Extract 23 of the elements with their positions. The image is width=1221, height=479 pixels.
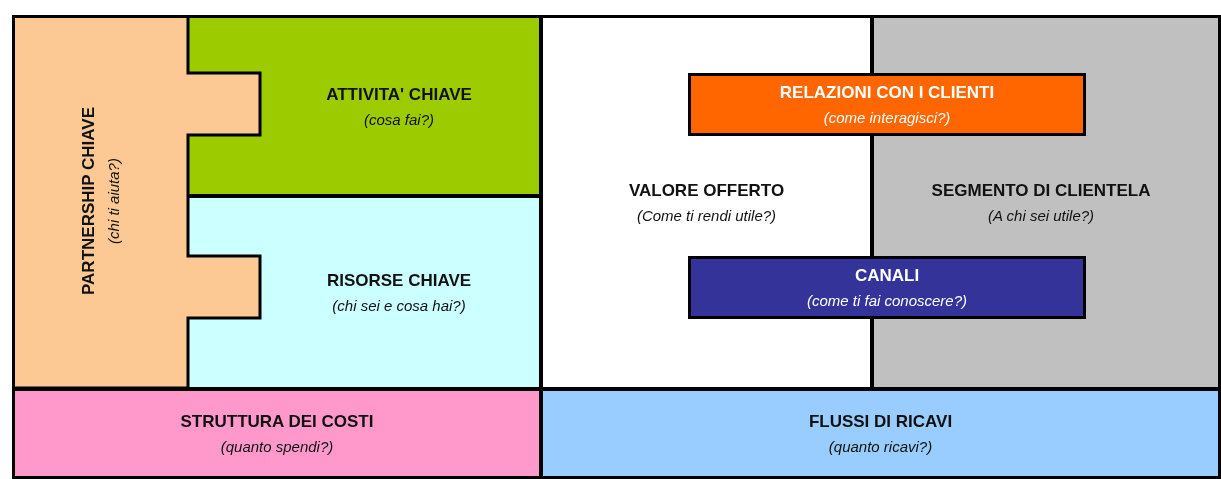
panel-title: STRUTTURA DEI COSTI	[180, 412, 374, 432]
relations-bar	[688, 73, 1086, 136]
panel-question: (chi sei e cosa hai?)	[332, 297, 466, 314]
panel-title: FLUSSI DI RICAVI	[808, 412, 953, 432]
panel-question: (come interagisci?)	[823, 109, 951, 126]
channels-bar	[688, 256, 1086, 319]
panel-title: RELAZIONI CON I CLIENTI	[779, 83, 995, 103]
panel-title: VALORE OFFERTO	[628, 181, 785, 201]
panel-title: PARTNERSHIP CHIAVE	[78, 107, 99, 295]
panel-question: (A chi sei utile?)	[987, 207, 1095, 224]
panel-title: RISORSE CHIAVE	[326, 271, 472, 291]
panel-title: ATTIVITA' CHIAVE	[326, 84, 472, 105]
panel-question: (Come ti rendi utile?)	[636, 207, 777, 224]
partner-panel	[12, 15, 262, 388]
panel-title: SEGMENTO DI CLIENTELA	[931, 181, 1151, 201]
panel-title: CANALI	[854, 266, 920, 286]
panel-question: (cosa fai?)	[364, 110, 434, 128]
revenue-panel	[540, 388, 1221, 479]
cost-panel	[12, 388, 542, 479]
panel-question: (quanto ricavi?)	[828, 438, 933, 455]
panel-question: (quanto spendi?)	[220, 438, 334, 455]
panel-question: (come ti fai conoscere?)	[806, 292, 968, 309]
panel-question: (chi ti aiuta?)	[104, 158, 122, 244]
